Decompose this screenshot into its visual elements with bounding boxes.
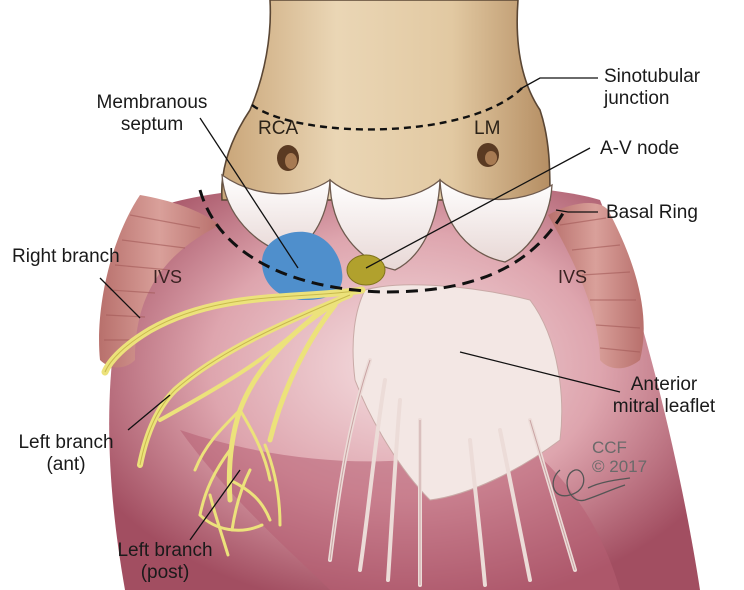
lm-ostium-highlight [485,151,497,165]
left-branch-ant-line1: Left branch [6,432,126,454]
ccf-year: © 2017 [592,457,647,476]
mitral-label-line2: mitral leaflet [594,396,734,418]
ccf-org: CCF [592,438,647,457]
membranous-septum-label-line1: Membranous [92,92,212,114]
sinotubular-junction-label: Sinotubular junction [604,66,700,110]
sinotubular-label-line1: Sinotubular [604,66,700,88]
left-branch-ant-line2: (ant) [6,454,126,476]
left-branch-ant-label: Left branch (ant) [6,432,126,476]
lm-label: LM [474,118,500,140]
left-branch-post-line2: (post) [100,562,230,584]
ivs-left-label: IVS [153,266,182,288]
ivs-right-label: IVS [558,266,587,288]
av-node-label: A-V node [600,138,679,160]
membranous-septum-label-line2: septum [92,114,212,136]
left-branch-post-line1: Left branch [100,540,230,562]
left-branch-post-label: Left branch (post) [100,540,230,584]
av-node [347,255,385,285]
mitral-label-line1: Anterior [594,374,734,396]
aortic-root [222,0,550,200]
rca-ostium-highlight [285,153,297,169]
rca-label: RCA [258,118,298,140]
anterior-mitral-leaflet-label: Anterior mitral leaflet [594,374,734,418]
basal-ring-label: Basal Ring [606,202,698,224]
membranous-septum-label: Membranous septum [92,92,212,136]
right-branch-label: Right branch [12,246,120,268]
ccf-credit: CCF © 2017 [592,438,647,476]
sinotubular-label-line2: junction [604,88,700,110]
